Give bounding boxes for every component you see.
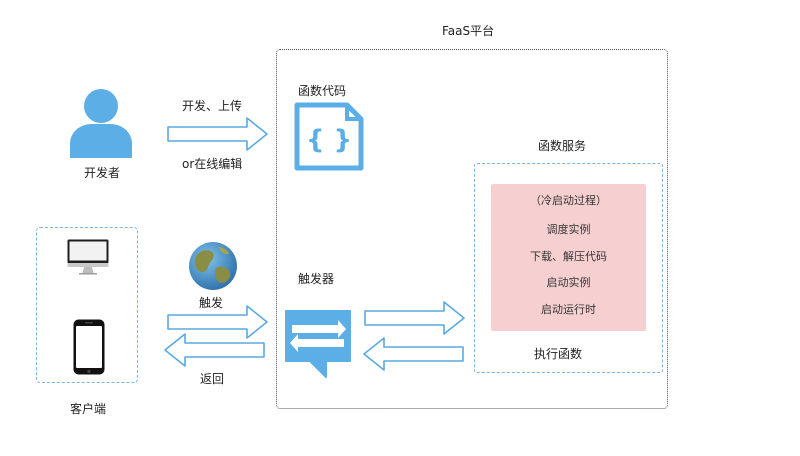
online-edit-label: or在线编辑 bbox=[182, 157, 243, 171]
result-arrow-left bbox=[363, 337, 464, 371]
upload-arrow bbox=[167, 117, 268, 151]
faas-platform-box bbox=[276, 49, 668, 409]
cold-start-step: 启动实例 bbox=[546, 276, 591, 289]
upload-label: 开发、上传 bbox=[182, 99, 243, 113]
client-box bbox=[36, 227, 138, 383]
developer-icon bbox=[70, 89, 132, 158]
trigger-arrow-right bbox=[167, 305, 268, 339]
function-service-label: 函数服务 bbox=[538, 139, 587, 153]
phone-icon bbox=[73, 319, 105, 375]
cold-start-step: 下载、解压代码 bbox=[530, 250, 607, 263]
cold-start-step: 启动运行时 bbox=[541, 303, 596, 316]
code-file-icon: { } bbox=[294, 102, 364, 171]
svg-text:{ }: { } bbox=[306, 125, 352, 155]
faas-platform-title: FaaS平台 bbox=[442, 24, 495, 38]
function-code-label: 函数代码 bbox=[298, 84, 347, 98]
cold-start-title: （冷启动过程） bbox=[530, 194, 607, 207]
cold-start-step: 调度实例 bbox=[546, 223, 591, 236]
trigger-label: 触发器 bbox=[298, 272, 335, 286]
cold-start-box: （冷启动过程） 调度实例 下载、解压代码 启动实例 启动运行时 bbox=[491, 184, 646, 331]
execute-function-label: 执行函数 bbox=[534, 347, 583, 361]
return-arrow-left bbox=[164, 333, 265, 367]
trigger-action-label: 触发 bbox=[199, 296, 224, 310]
developer-label: 开发者 bbox=[84, 166, 121, 180]
invoke-arrow-right bbox=[364, 301, 465, 335]
function-service-box bbox=[474, 163, 663, 373]
client-label: 客户端 bbox=[70, 402, 107, 416]
return-label: 返回 bbox=[200, 372, 225, 386]
trigger-icon bbox=[285, 310, 351, 378]
monitor-icon bbox=[67, 239, 109, 275]
globe-icon bbox=[189, 242, 237, 290]
